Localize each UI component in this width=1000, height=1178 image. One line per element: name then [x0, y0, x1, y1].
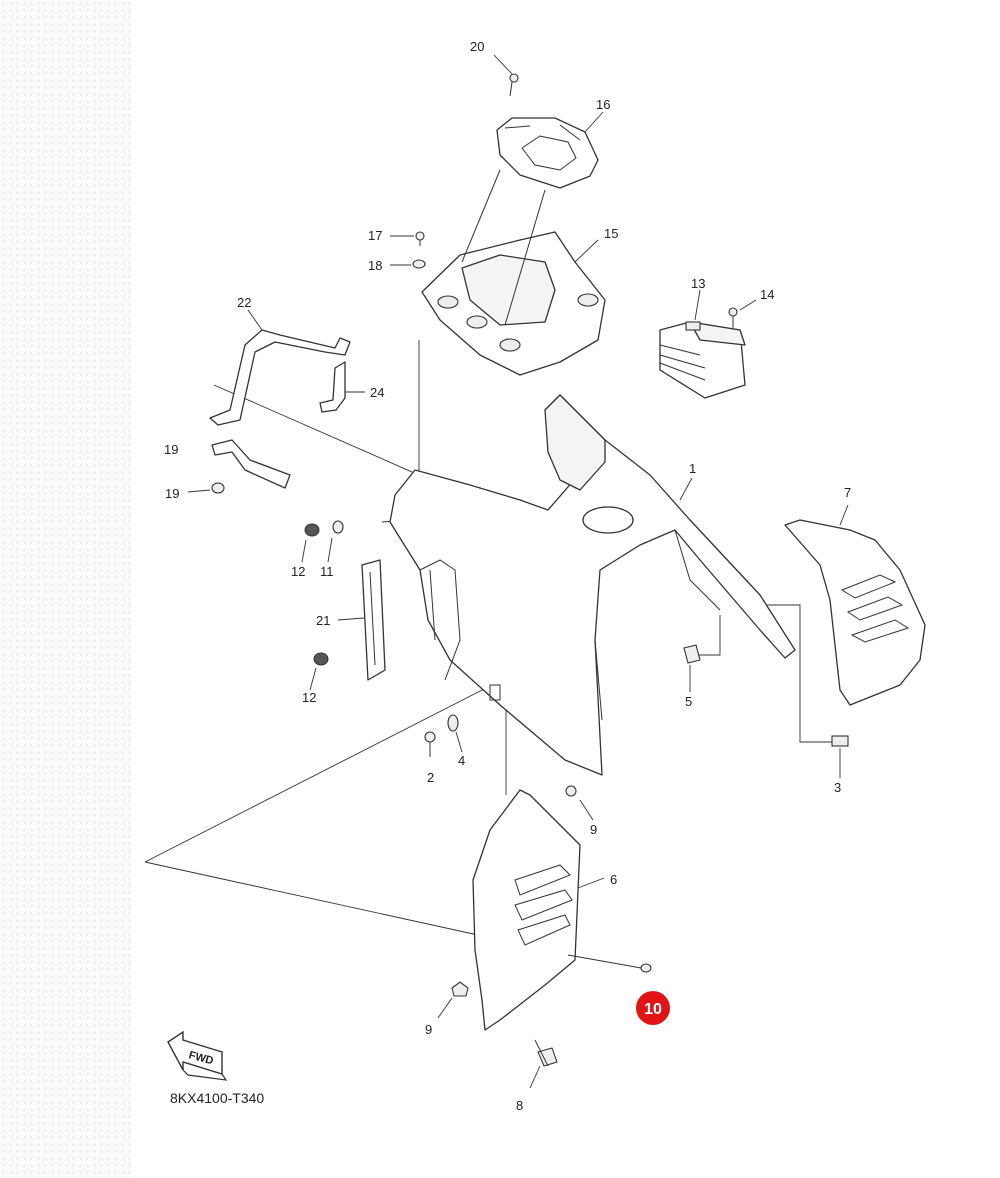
callout-3: 3	[834, 780, 841, 795]
part-19-nut[interactable]	[187, 482, 225, 494]
part-1-front-panel[interactable]	[389, 394, 796, 776]
callout-22: 22	[237, 295, 251, 310]
callout-18: 18	[368, 258, 382, 273]
callout-11: 11	[320, 564, 334, 579]
callout-9-upper: 9	[590, 822, 597, 837]
part-14-screw[interactable]	[728, 299, 757, 328]
part-15-meter-cover[interactable]	[421, 169, 606, 376]
part-4-washer[interactable]	[447, 714, 463, 753]
callout-13: 13	[691, 276, 705, 291]
callout-16: 16	[596, 97, 610, 112]
dotted-margin-strip	[0, 0, 132, 1178]
part-11-washer[interactable]	[327, 520, 344, 563]
callout-5: 5	[685, 694, 692, 709]
part-12-grommet-upper[interactable]	[301, 523, 320, 563]
callout-labels: 20 16 17 15 18 13 14 22 24 19 1 19 7 12 …	[164, 39, 851, 1113]
callout-8: 8	[516, 1098, 523, 1113]
callout-20: 20	[470, 39, 484, 54]
highlighted-callout-10-label: 10	[644, 1001, 662, 1018]
part-8-bolt[interactable]	[529, 1039, 558, 1089]
callout-1: 1	[689, 461, 696, 476]
part-17-screw[interactable]	[390, 231, 425, 246]
callout-19-small: 19	[164, 442, 178, 457]
part-5-clip[interactable]	[683, 644, 701, 692]
callout-17: 17	[368, 228, 382, 243]
callout-19: 19	[165, 486, 179, 501]
part-13-relay-box[interactable]	[659, 289, 746, 399]
part-9-nut-upper[interactable]	[565, 785, 594, 821]
part-2-bolt[interactable]	[424, 731, 436, 757]
callout-21: 21	[316, 613, 330, 628]
callout-4: 4	[458, 753, 465, 768]
part-22-stay[interactable]	[209, 309, 351, 489]
part-7-side-louver[interactable]	[784, 504, 926, 706]
callout-14: 14	[760, 287, 774, 302]
callout-24: 24	[370, 385, 384, 400]
part-24-bracket[interactable]	[319, 361, 365, 413]
part-6-lower-louver[interactable]	[472, 789, 605, 1031]
callout-15: 15	[604, 226, 618, 241]
highlighted-callout-10[interactable]: 10	[636, 991, 670, 1025]
part-18-nut[interactable]	[390, 259, 426, 269]
callout-2: 2	[427, 770, 434, 785]
callout-9-lower: 9	[425, 1022, 432, 1037]
part-20-screw[interactable]	[493, 54, 519, 97]
drawing-code: 8KX4100-T340	[170, 1090, 264, 1106]
callout-12-lower: 12	[302, 690, 316, 705]
part-9-nut-lower[interactable]	[437, 981, 469, 1019]
part-16-upper-bracket[interactable]	[496, 111, 604, 189]
fwd-arrow: FWD	[167, 1030, 228, 1081]
part-10-screw[interactable]	[567, 954, 652, 973]
part-21-rubber-strip[interactable]	[337, 559, 386, 681]
part-12-grommet-lower[interactable]	[309, 652, 329, 691]
callout-7: 7	[844, 485, 851, 500]
callout-12-upper: 12	[291, 564, 305, 579]
callout-6: 6	[610, 872, 617, 887]
part-3-bolt[interactable]	[831, 735, 849, 778]
